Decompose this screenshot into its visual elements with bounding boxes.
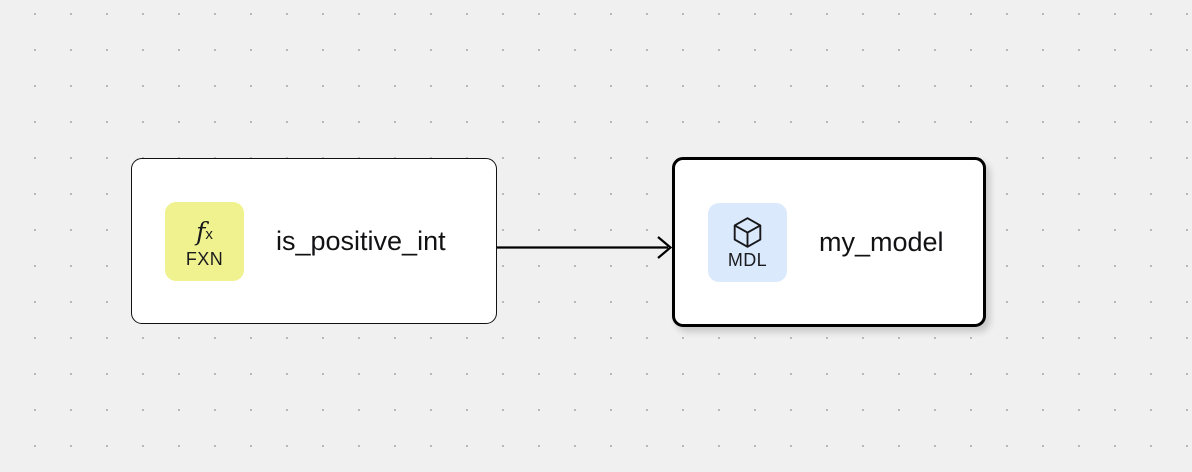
fx-glyph-f: f <box>196 217 206 246</box>
node-my-model[interactable]: MDL my_model <box>672 157 986 327</box>
node-title-my-model: my_model <box>819 226 944 257</box>
edge-arrowhead-icon <box>657 236 673 259</box>
node-title-is-positive-int: is_positive_int <box>276 225 446 256</box>
cube-icon-svg <box>733 217 762 248</box>
node-is-positive-int[interactable]: fx FXN is_positive_int <box>131 158 497 324</box>
fx-glyph-x: x <box>205 226 213 243</box>
edge-fxn-to-mdl[interactable] <box>497 236 673 259</box>
node-badge-label-fxn: FXN <box>185 248 224 269</box>
cube-icon <box>732 216 763 250</box>
node-badge-mdl: MDL <box>708 202 787 282</box>
node-badge-fxn: fx FXN <box>165 201 244 281</box>
node-badge-label-mdl: MDL <box>727 249 768 270</box>
function-fx-icon: fx <box>196 215 213 249</box>
